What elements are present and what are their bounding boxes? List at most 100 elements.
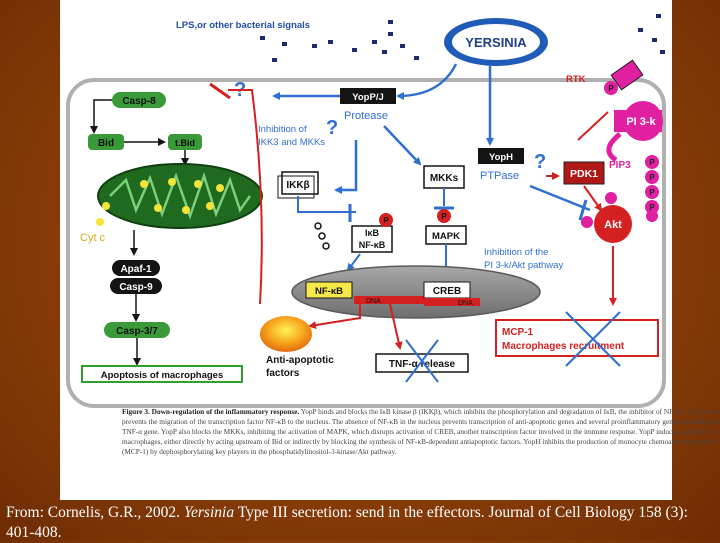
arrow-yopp-to-mkks [383,125,422,166]
arrow-yopp-to-ikk [334,140,358,194]
nfkb-complex-label: NF-κB [359,240,386,250]
caption-title: Down-regulation of the inflammatory resp… [151,407,300,416]
question-mark-ptpase: ? [534,151,546,173]
yopp-label: YopP/J [352,92,384,103]
ikb-label: IκB [365,228,380,238]
nfkb-nuclear-box [305,281,353,299]
cytochrome-c-dots [96,178,224,226]
bacterial-signal-dots [260,14,665,62]
mcp1-blocked-cross [565,311,621,367]
cytc-label: Cyt c [80,232,106,244]
question-mark-ikk: ? [326,117,338,139]
akt-phosphate-left [581,216,593,228]
figure-caption: Figure 3. Down-regulation of the inflamm… [122,407,720,499]
arrow-dna-to-tnf [389,303,403,350]
pdk1-box [563,161,605,185]
arrow-pi3k-to-pip3 [606,132,622,163]
apoptosis-label: Apoptosis of macrophages [101,370,223,381]
arrow-dna-to-anti-apoptotic [308,304,361,330]
mapk-phosphate-label: P [441,212,447,221]
ikb-degradation-dots [314,222,330,250]
pip3-p4-label: P [649,203,655,212]
creb-label: CREB [433,286,461,297]
akt-phosphate-top [605,192,617,204]
ikb-phosphate-label: P [383,216,389,225]
anti-apoptotic-blob [260,316,312,352]
pip3-p3-label: P [649,188,655,197]
yoph-label: YopH [489,152,513,163]
inhibition-bar-bid [209,82,231,100]
casp8-box [112,92,166,108]
arrow-yersinia-to-yopp [396,63,458,100]
bid-box [88,134,124,150]
tbid-box [168,134,202,150]
rtk-label: RTK [566,74,586,85]
tbid-label: t.Bid [175,138,195,148]
citation-species: Yersinia [183,504,235,521]
ikk-box [281,171,319,195]
apoptosis-box [81,365,243,383]
bid-label: Bid [98,138,114,149]
citation: From: Cornelis, G.R., 2002. Yersinia Typ… [6,503,718,543]
dna-strand-2 [424,298,480,306]
casp37-label: Casp-3/7 [116,326,158,337]
tnf-label: TNF-α release [389,359,456,370]
rtk-phosphate-label: P [608,84,614,93]
caption-label: Figure 3. [122,407,150,416]
inhibition-ikk-line2: IKK3 and MKKs [258,137,325,148]
casp37-box [104,322,170,338]
arrow-casp8-to-bid [90,99,112,134]
dna-strand-1 [354,296,426,304]
mkks-label: MKKs [430,173,459,184]
mapk-label: MAPK [432,231,460,242]
casp9-label: Casp-9 [119,282,153,293]
casp9-box [110,278,162,294]
casp8-label: Casp-8 [122,96,156,107]
pi3k-box [614,110,662,132]
dna-label-1: DNA [366,298,381,305]
apaf1-box [112,260,160,276]
inhibition-pi3k-line1: Inhibition of the [484,247,548,258]
anti-apoptotic-line1: Anti-apoptotic [266,355,334,366]
akt-label: Akt [604,219,622,231]
dna-label-2: DNA [458,300,473,307]
signals-label: LPS,or other bacterial signals [176,20,310,31]
protease-label: Protease [344,110,388,122]
ikb-nfkb-complex [351,225,393,253]
pdk1-label: PDK1 [570,168,598,180]
rtk-phosphate [604,81,618,95]
arrow-nfkb-to-nucleus [346,253,361,272]
nfkb-nuclear-label: NF-κB [315,286,343,297]
yopp-box [340,88,396,104]
inhibit-bar-pdk1 [578,199,588,221]
arrow-rtk-to-pi3k [577,111,609,141]
cell-membrane [66,78,666,408]
tnf-box [375,353,469,373]
arrow-yoph-to-pdk1 [529,184,591,212]
arrow-ikk-to-ikb [297,196,356,213]
mcp1-box [495,319,659,357]
tnf-blocked-cross [405,339,439,383]
figure-panel: LPS,or other bacterial signals YERSINIA … [60,0,720,500]
mcp1-label: MCP-1 [502,327,534,338]
inhibition-yopp-to-bid [228,89,263,305]
pip3-p1-label: P [649,158,655,167]
ikb-phosphate [379,213,393,227]
rtk-receptor [610,59,644,91]
citation-prefix: From: Cornelis, G.R., 2002. [6,504,180,521]
yersinia-inner [452,24,540,60]
mitochondrion-cristae [109,172,252,220]
mapk-phosphate [437,209,451,223]
pip3-label: PIP3 [609,160,631,171]
pip3-phosphates [645,155,659,222]
akt-node [594,205,632,243]
anti-apoptotic-line2: factors [266,368,300,379]
ikk-label: IKKβ [286,180,309,191]
ikk-box-shadow [277,175,315,199]
inhibition-ikk-line1: Inhibition of [258,124,307,135]
yoph-box [478,148,524,164]
ptpase-label: PTPase [480,170,519,182]
mitochondrion [97,163,263,229]
yersinia-label: YERSINIA [465,35,527,50]
pi3k-label: PI 3-k [626,116,656,128]
